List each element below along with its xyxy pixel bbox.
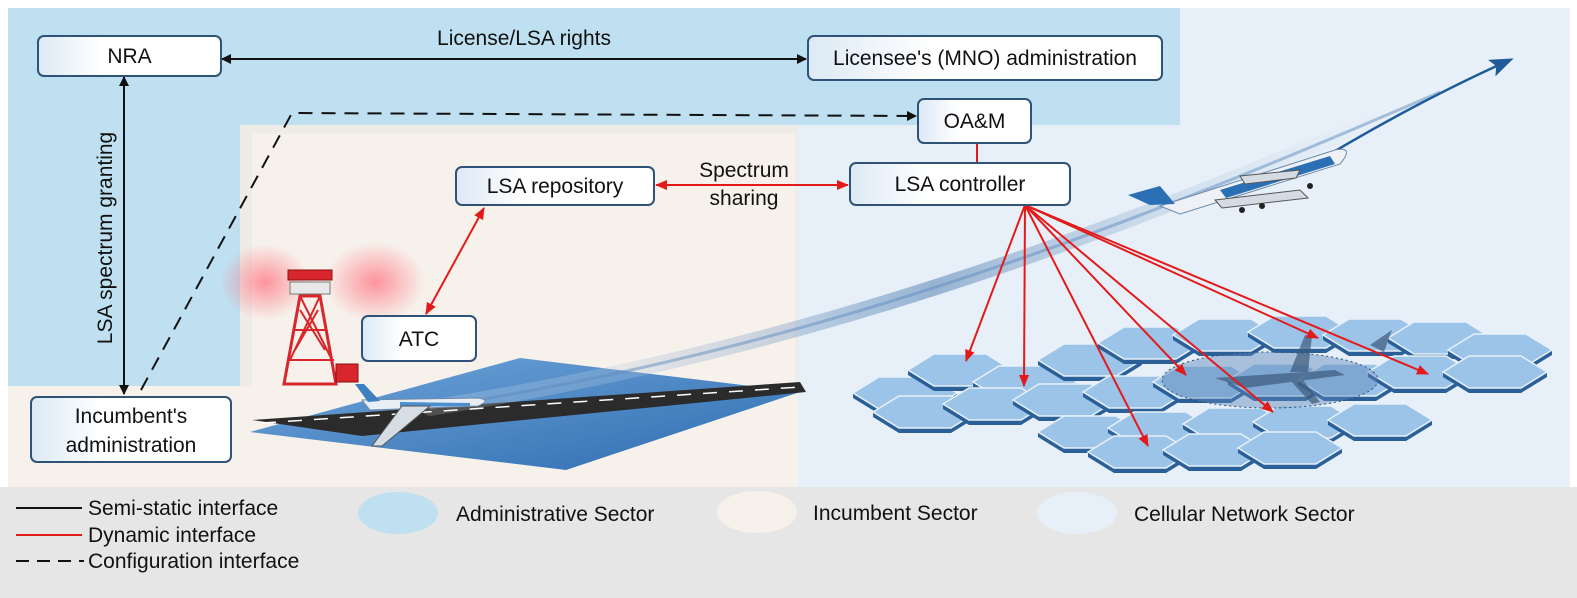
node-incumbent-admin-label-line2: administration	[66, 434, 197, 457]
controller-cell-arrow	[1024, 204, 1319, 339]
hex-cell-edge	[908, 370, 1012, 391]
spectrum-granting-label: LSA spectrum granting	[94, 132, 117, 344]
hex-cell	[1441, 355, 1549, 389]
administrative-sector-background	[8, 8, 1180, 388]
hex-cell-edge	[1173, 335, 1277, 356]
legend-incumbent-swatch	[717, 491, 797, 533]
controller-cell-arrow	[965, 204, 1026, 362]
hex-cell-edge	[1443, 372, 1547, 393]
hex-cell-edge	[1088, 452, 1192, 473]
node-atc-label: ATC	[399, 328, 439, 351]
legend: Semi-static interface Dynamic interface …	[16, 491, 1355, 573]
spectrum-sharing-label-line2: sharing	[710, 187, 779, 210]
node-lsa-repository: LSA repository	[455, 166, 655, 206]
hex-cell-edge	[1328, 420, 1432, 441]
legend-cellular-swatch	[1037, 492, 1117, 534]
hex-cell	[1326, 403, 1434, 437]
license-rights-label: License/LSA rights	[437, 27, 611, 50]
hex-cell-edge	[873, 412, 977, 433]
hex-cell-edge	[1368, 372, 1472, 393]
node-oam: OA&M	[917, 98, 1032, 144]
hex-cell	[1236, 431, 1344, 465]
controller-cell-arrow	[1024, 204, 1187, 376]
flight-trail-core	[429, 90, 1441, 410]
node-incumbent-admin: Incumbent's administration	[30, 396, 232, 463]
controller-cell-arrow	[1019, 204, 1030, 387]
legend-incumbent-label: Incumbent Sector	[813, 502, 978, 525]
legend-configuration-label: Configuration interface	[88, 550, 299, 573]
hex-cell-edge	[943, 404, 1047, 425]
node-incumbent-admin-label-line1: Incumbent's	[75, 405, 188, 428]
hex-cell-edge	[1153, 382, 1257, 403]
controller-cell-arrow	[1024, 204, 1149, 447]
hex-cell-edge	[1163, 450, 1267, 471]
legend-cellular-label: Cellular Network Sector	[1134, 503, 1355, 526]
radar-tower-icon	[220, 242, 425, 386]
landing-airplane-icon	[355, 384, 486, 447]
hex-cell-edge	[1083, 392, 1187, 413]
spectrum-sharing-label-line1: Spectrum	[699, 159, 789, 182]
hex-cell-edge	[1038, 360, 1142, 381]
legend-administrative-swatch	[358, 492, 438, 534]
flight-path-arrow	[1319, 58, 1514, 162]
node-licensee-admin: Licensee's (MNO) administration	[807, 35, 1163, 81]
legend-administrative-label: Administrative Sector	[456, 503, 654, 526]
node-nra: NRA	[37, 35, 222, 77]
controller-to-cells-links	[965, 204, 1429, 447]
hex-cell-edge	[1238, 448, 1342, 469]
node-oam-label: OA&M	[944, 110, 1006, 133]
controller-cell-arrow	[1024, 204, 1274, 413]
node-atc: ATC	[361, 315, 477, 362]
flying-airplane-icon	[1128, 148, 1347, 215]
repository-atc-arrow	[425, 207, 485, 315]
node-lsa-controller: LSA controller	[849, 162, 1071, 206]
hex-cell-edge	[1388, 338, 1492, 359]
hex-cell-edge	[1228, 380, 1332, 401]
node-nra-label: NRA	[107, 45, 151, 68]
configuration-interface-line	[140, 110, 917, 391]
node-lsa-controller-label: LSA controller	[895, 173, 1026, 196]
hex-cell-edge	[1298, 380, 1402, 401]
cellular-hex-grid-icon	[851, 315, 1554, 473]
hex-cell-edge	[1038, 432, 1142, 453]
controller-cell-arrow	[1024, 204, 1429, 375]
legend-semi-static-label: Semi-static interface	[88, 497, 278, 520]
node-licensee-admin-label: Licensee's (MNO) administration	[833, 47, 1137, 70]
node-lsa-repository-label: LSA repository	[487, 175, 624, 198]
hex-cell-edge	[1098, 343, 1202, 364]
legend-dynamic-label: Dynamic interface	[88, 524, 256, 547]
